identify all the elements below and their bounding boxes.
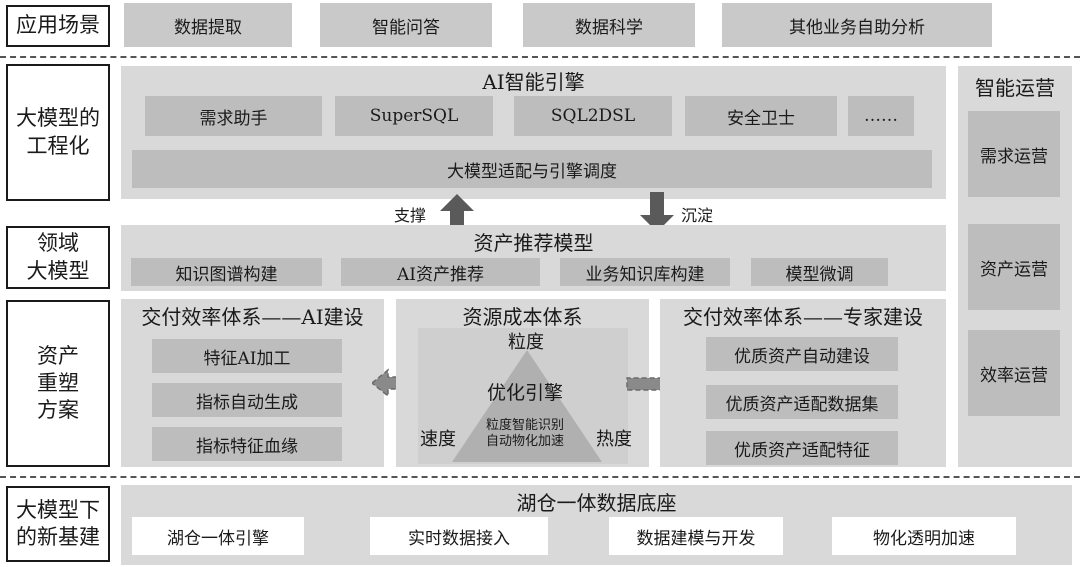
module-sql2dsl: SQL2DSL (514, 96, 672, 136)
item-metric-autogen: 指标自动生成 (152, 383, 342, 417)
item-feature-ai: 特征AI加工 (152, 339, 342, 373)
scenario-smart-qa: 智能问答 (320, 3, 492, 47)
scenario-data-extraction: 数据提取 (124, 3, 292, 47)
inner-line-1: 粒度智能识别 (485, 418, 564, 433)
inner-line-2: 自动物化加速 (485, 434, 564, 449)
arrow-up-icon (440, 194, 474, 234)
module-supersql: SuperSQL (335, 96, 493, 136)
row-label-domain-model: 领域 大模型 (6, 226, 110, 289)
granularity-label: 粒度 (508, 332, 544, 353)
arrow-down-icon (640, 192, 674, 232)
item-business-knowledge-base: 业务知识库构建 (560, 258, 730, 286)
module-security-guard: 安全卫士 (685, 96, 837, 136)
expert-build-title: 交付效率体系——专家建设 (683, 305, 923, 329)
ops-asset: 资产运营 (968, 224, 1060, 310)
speed-label: 速度 (420, 429, 456, 450)
item-model-finetune: 模型微调 (751, 258, 888, 286)
ops-title: 智能运营 (975, 76, 1055, 100)
item-knowledge-graph: 知识图谱构建 (131, 258, 322, 286)
scenario-data-science: 数据科学 (523, 3, 695, 47)
base-data-modeling: 数据建模与开发 (609, 517, 783, 555)
row-label-engineering: 大模型的 工程化 (6, 64, 110, 201)
support-label: 支撑 (394, 206, 427, 225)
item-ai-asset-recommend: AI资产推荐 (341, 258, 540, 286)
base-lakehouse-engine: 湖仓一体引擎 (132, 517, 304, 555)
item-metric-lineage: 指标特征血缘 (152, 427, 342, 461)
ai-build-title: 交付效率体系——AI建设 (141, 305, 364, 329)
optimization-triangle (452, 350, 602, 462)
module-requirement-assistant: 需求助手 (145, 96, 322, 136)
base-title: 湖仓一体数据底座 (516, 491, 677, 515)
row-label-application: 应用场景 (6, 5, 110, 47)
row-label-asset-plan: 资产 重塑 方案 (6, 300, 110, 467)
optimization-engine-label: 优化引擎 (486, 382, 563, 404)
ai-engine-title: AI智能引擎 (482, 70, 585, 94)
ops-demand: 需求运营 (968, 111, 1060, 197)
separator-top (0, 56, 1080, 58)
separator-bottom (0, 476, 1080, 478)
item-asset-feature: 优质资产适配特征 (706, 431, 898, 465)
deposit-label: 沉淀 (681, 206, 714, 225)
base-realtime-ingest: 实时数据接入 (370, 517, 548, 555)
heat-label: 热度 (596, 429, 632, 450)
scenario-self-service-analysis: 其他业务自助分析 (722, 3, 992, 47)
cost-title: 资源成本体系 (462, 305, 583, 329)
item-auto-asset-build: 优质资产自动建设 (706, 337, 898, 371)
module-more: …… (848, 96, 914, 136)
ops-efficiency: 效率运营 (968, 330, 1060, 416)
item-asset-dataset: 优质资产适配数据集 (706, 385, 898, 419)
base-transparent-accel: 物化透明加速 (832, 517, 1016, 555)
row-label-infrastructure: 大模型下 的新基建 (6, 486, 110, 562)
adapter-bar: 大模型适配与引擎调度 (132, 150, 932, 188)
asset-model-title: 资产推荐模型 (473, 231, 594, 255)
